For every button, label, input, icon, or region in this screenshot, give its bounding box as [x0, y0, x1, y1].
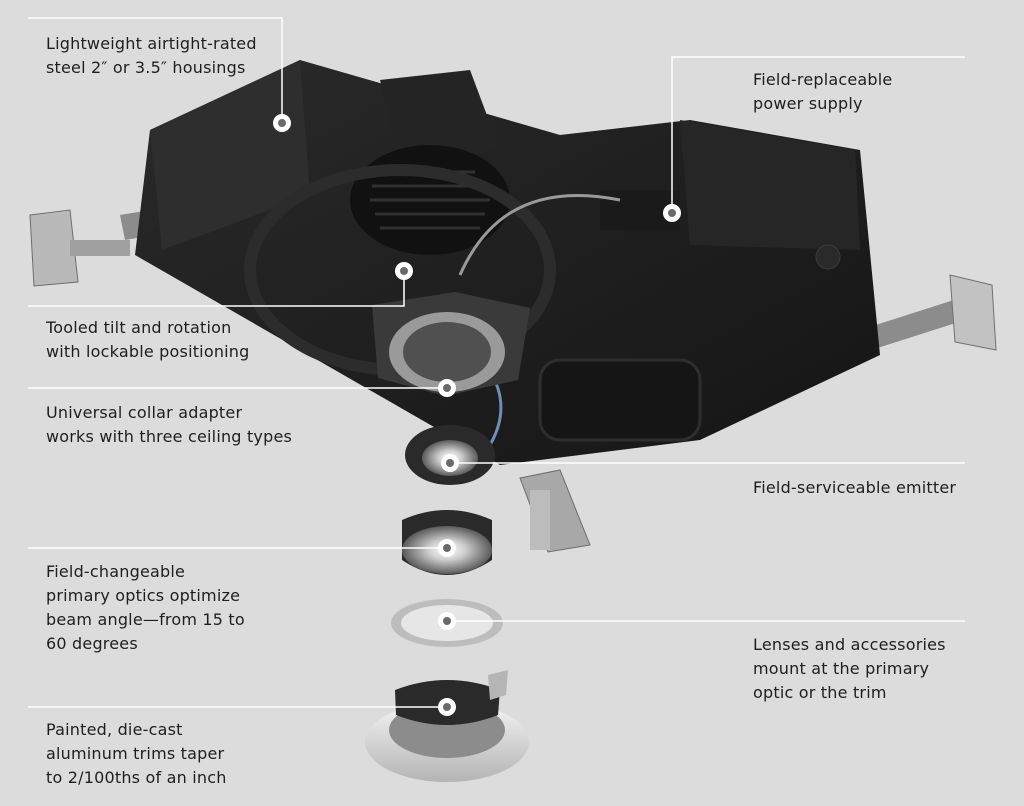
- housing: [135, 60, 880, 465]
- callout-tilt-rotation: Tooled tilt and rotation with lockable p…: [46, 318, 250, 361]
- marker-tilt: [395, 262, 413, 280]
- marker-lens: [438, 612, 456, 630]
- bottom-mounting-bracket: [519, 469, 591, 553]
- callout-lenses: Lenses and accessories mount at the prim…: [753, 635, 946, 702]
- marker-housing: [273, 114, 291, 132]
- callout-primary-optics: Field-changeable primary optics optimize…: [46, 562, 245, 653]
- callout-emitter: Field-serviceable emitter: [753, 478, 957, 497]
- marker-emitter: [441, 454, 459, 472]
- right-mounting-bracket: [860, 274, 997, 352]
- marker-optic: [438, 539, 456, 557]
- power-wire: [458, 194, 621, 276]
- leader-lines: [28, 17, 965, 708]
- marker-collar: [438, 379, 456, 397]
- collar-adapter: [372, 292, 530, 396]
- callout-power-supply: Field-replaceable power supply: [753, 70, 893, 113]
- marker-power-supply: [663, 204, 681, 222]
- callout-collar-adapter: Universal collar adapter works with thre…: [46, 403, 293, 446]
- trim: [365, 670, 529, 782]
- marker-trim: [438, 698, 456, 716]
- callout-housings: Lightweight airtight-rated steel 2″ or 3…: [46, 34, 257, 77]
- marker-dots: [273, 114, 681, 716]
- callout-trims: Painted, die-cast aluminum trims taper t…: [46, 720, 227, 787]
